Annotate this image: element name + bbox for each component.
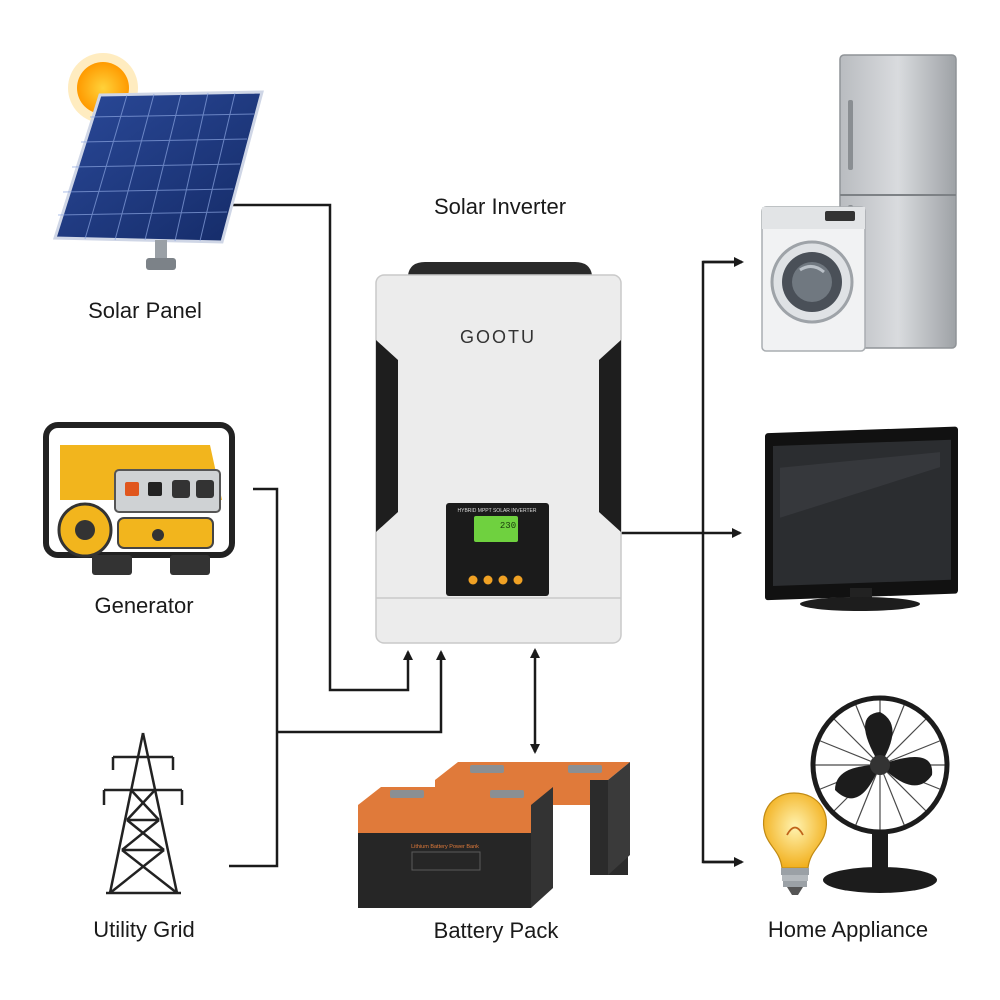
connector-lines [228,203,744,868]
inverter-button-2 [483,575,493,585]
inverter-button-4 [513,575,523,585]
desk-fan-icon [810,695,950,893]
solar-to-inverter-line [228,203,413,692]
washing-machine-icon [761,206,866,352]
inverter-button-1 [468,575,478,585]
utility-grid-label: Utility Grid [93,917,194,942]
generator-label: Generator [94,593,193,618]
battery-pack-label: Battery Pack [434,918,560,943]
light-bulb-icon [762,792,828,895]
home-appliance-label: Home Appliance [768,917,928,942]
inverter-brand-logo: GOOTU [460,327,536,347]
load-bus-line [701,260,740,864]
solar-panel-label: Solar Panel [88,298,202,323]
utility-grid-tower-icon [102,732,184,895]
generator-to-bus-line [229,487,279,868]
solar-panel-icon [52,90,264,270]
generator-icon [43,422,235,575]
inverter-label: Solar Inverter [434,194,566,219]
inverter-button-3 [498,575,508,585]
solar-inverter-device: GOOTU HYBRID MPPT SOLAR INVERTER 230 [375,262,622,644]
battery-pack-nameplate: Lithium Battery Power Bank [411,844,479,850]
battery-pack-icon: Lithium Battery Power Bank [358,762,630,908]
inverter-panel-title: HYBRID MPPT SOLAR INVERTER [458,508,537,514]
bus-to-inverter-line [277,650,446,734]
television-icon [765,426,958,611]
inverter-lcd-value: 230 [500,521,516,531]
